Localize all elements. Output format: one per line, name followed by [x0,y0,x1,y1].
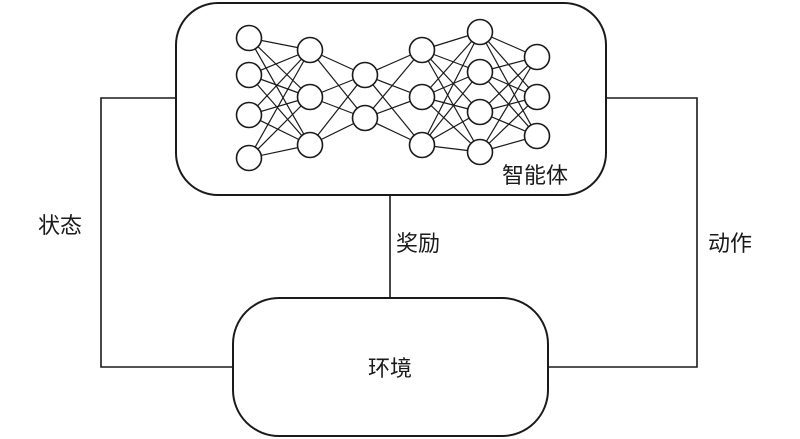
nn-connection [421,96,481,153]
nn-neuron-layer5-1 [466,18,494,46]
nn-neuron-layer1-4 [235,144,263,172]
nn-neuron-layer6-3 [523,122,551,150]
nn-connection [421,31,481,98]
nn-connection [309,74,366,146]
nn-neuron-layer4-3 [408,131,436,159]
nn-neuron-layer5-4 [466,138,494,166]
nn-neuron-layer1-1 [235,24,263,52]
nn-connection [309,49,366,119]
nn-connection [421,71,481,146]
nn-neuron-layer3-1 [351,61,379,89]
nn-connection [421,49,481,113]
environment-label: 环境 [368,357,412,382]
action-label: 动作 [708,232,752,257]
nn-connection [364,74,423,146]
nn-neuron-layer2-2 [296,83,324,111]
nn-neuron-layer1-3 [235,101,263,129]
nn-neuron-layer3-2 [351,104,379,132]
nn-connection [248,49,311,159]
state-label: 状态 [38,214,82,239]
nn-connection [421,49,481,153]
nn-neuron-layer5-2 [466,58,494,86]
nn-neuron-layer6-1 [523,43,551,71]
reward-label: 奖励 [396,232,440,257]
nn-neuron-layer1-2 [235,61,263,89]
nn-connection [248,96,311,159]
nn-connection [421,31,481,146]
state-connector [100,97,233,368]
nn-connection [248,37,311,146]
nn-neuron-layer2-1 [296,36,324,64]
nn-connection [248,74,311,146]
nn-neuron-layer5-3 [466,98,494,126]
environment-box [232,297,549,437]
nn-neuron-layer4-1 [408,36,436,64]
agent-label: 智能体 [502,164,568,189]
nn-neuron-layer4-2 [408,83,436,111]
nn-connection [479,56,538,153]
nn-neuron-layer2-3 [296,131,324,159]
nn-connection [364,49,423,119]
nn-neuron-layer6-2 [523,83,551,111]
neural-network-nodes [235,18,551,172]
nn-connection [248,49,311,116]
nn-connection [248,37,311,98]
action-connector [548,97,698,368]
